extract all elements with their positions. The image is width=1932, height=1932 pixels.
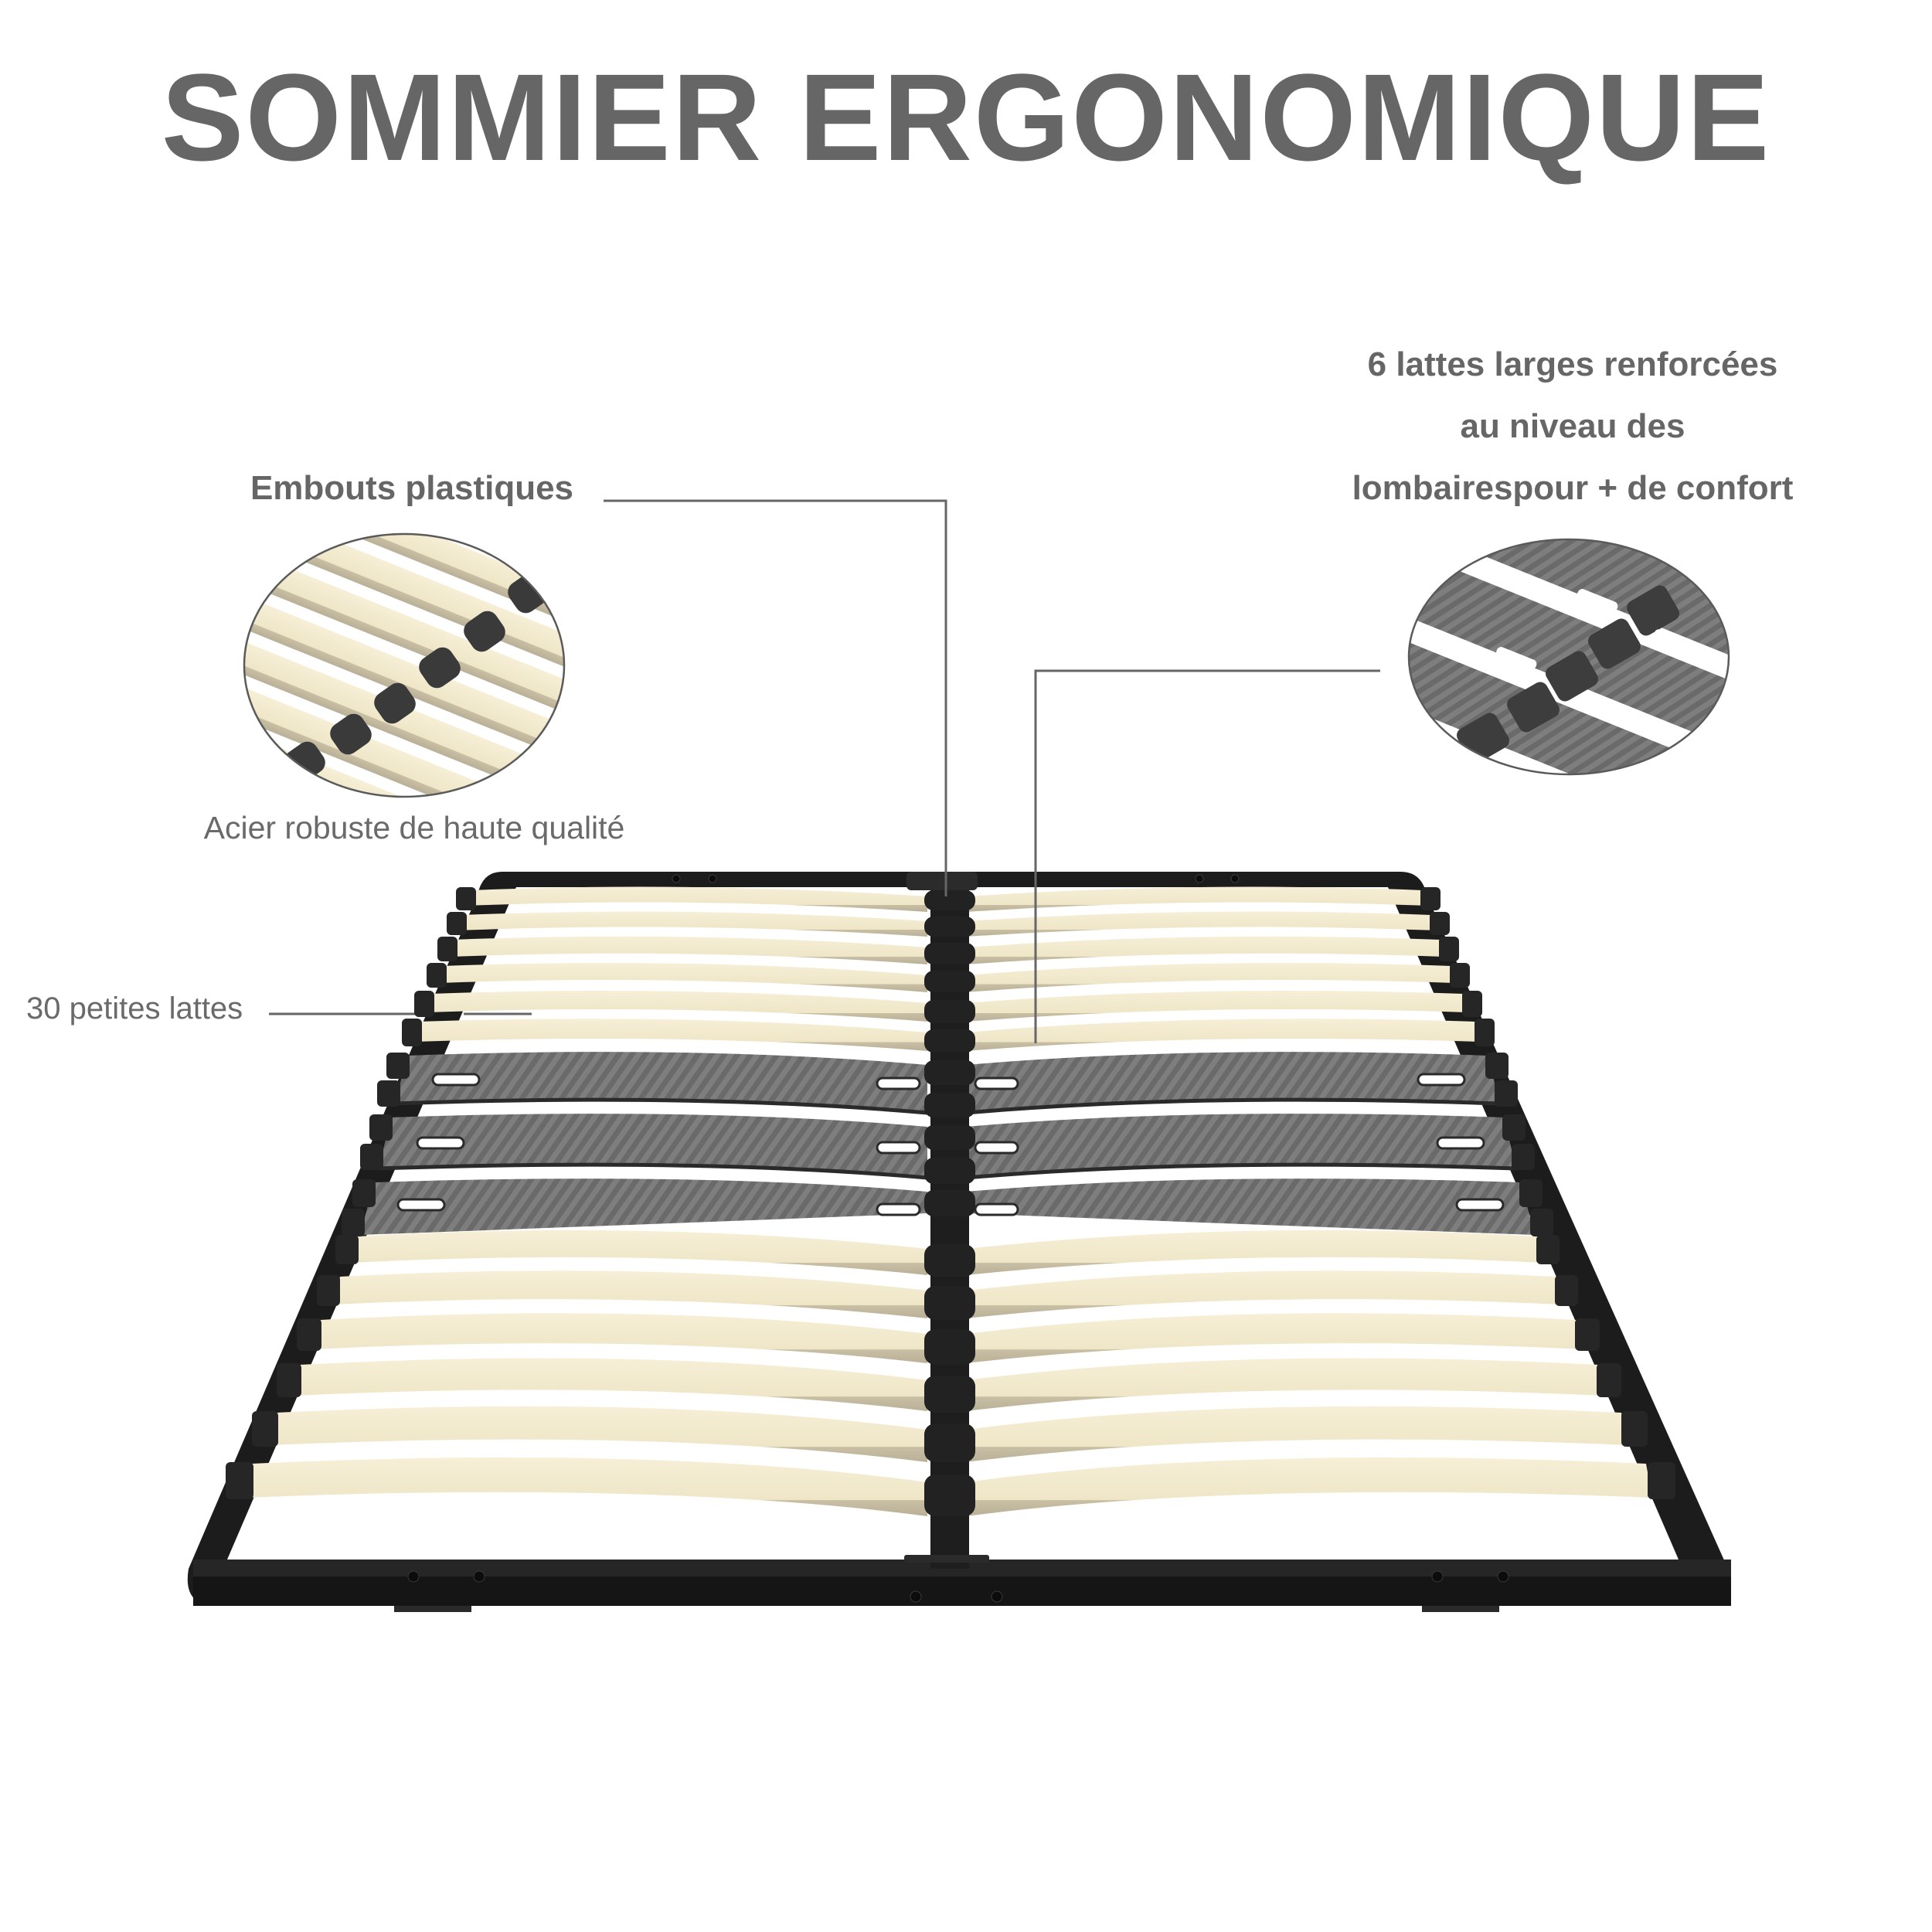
- callout-petites-lattes-label: 30 petites lattes: [26, 992, 243, 1026]
- callout-lattes-larges-line-3: lombairespour + de confort: [1352, 469, 1794, 507]
- side-end-caps: [226, 887, 1675, 1499]
- page-title: SOMMIER ERGONOMIQUE: [161, 48, 1771, 186]
- callout-embouts-label: Embouts plastiques: [250, 469, 574, 507]
- leader-line-overlays: [464, 872, 1037, 1043]
- slats-bottom-small: [246, 1230, 1652, 1516]
- detail-lattes-larges-zoom: [1407, 538, 1730, 776]
- slats-wide-reinforced: [360, 1052, 1535, 1235]
- detail-embouts-zoom: [243, 532, 566, 798]
- callout-lattes-larges-line-2: au niveau des: [1460, 407, 1685, 445]
- callout-acier-caption: Acier robuste de haute qualité: [203, 810, 625, 845]
- slats-top-small: [414, 886, 1479, 1051]
- center-rail: [904, 872, 989, 1569]
- callout-lattes-larges-line-1: 6 lattes larges renforcées: [1367, 345, 1778, 383]
- leader-line-embouts: [604, 499, 947, 896]
